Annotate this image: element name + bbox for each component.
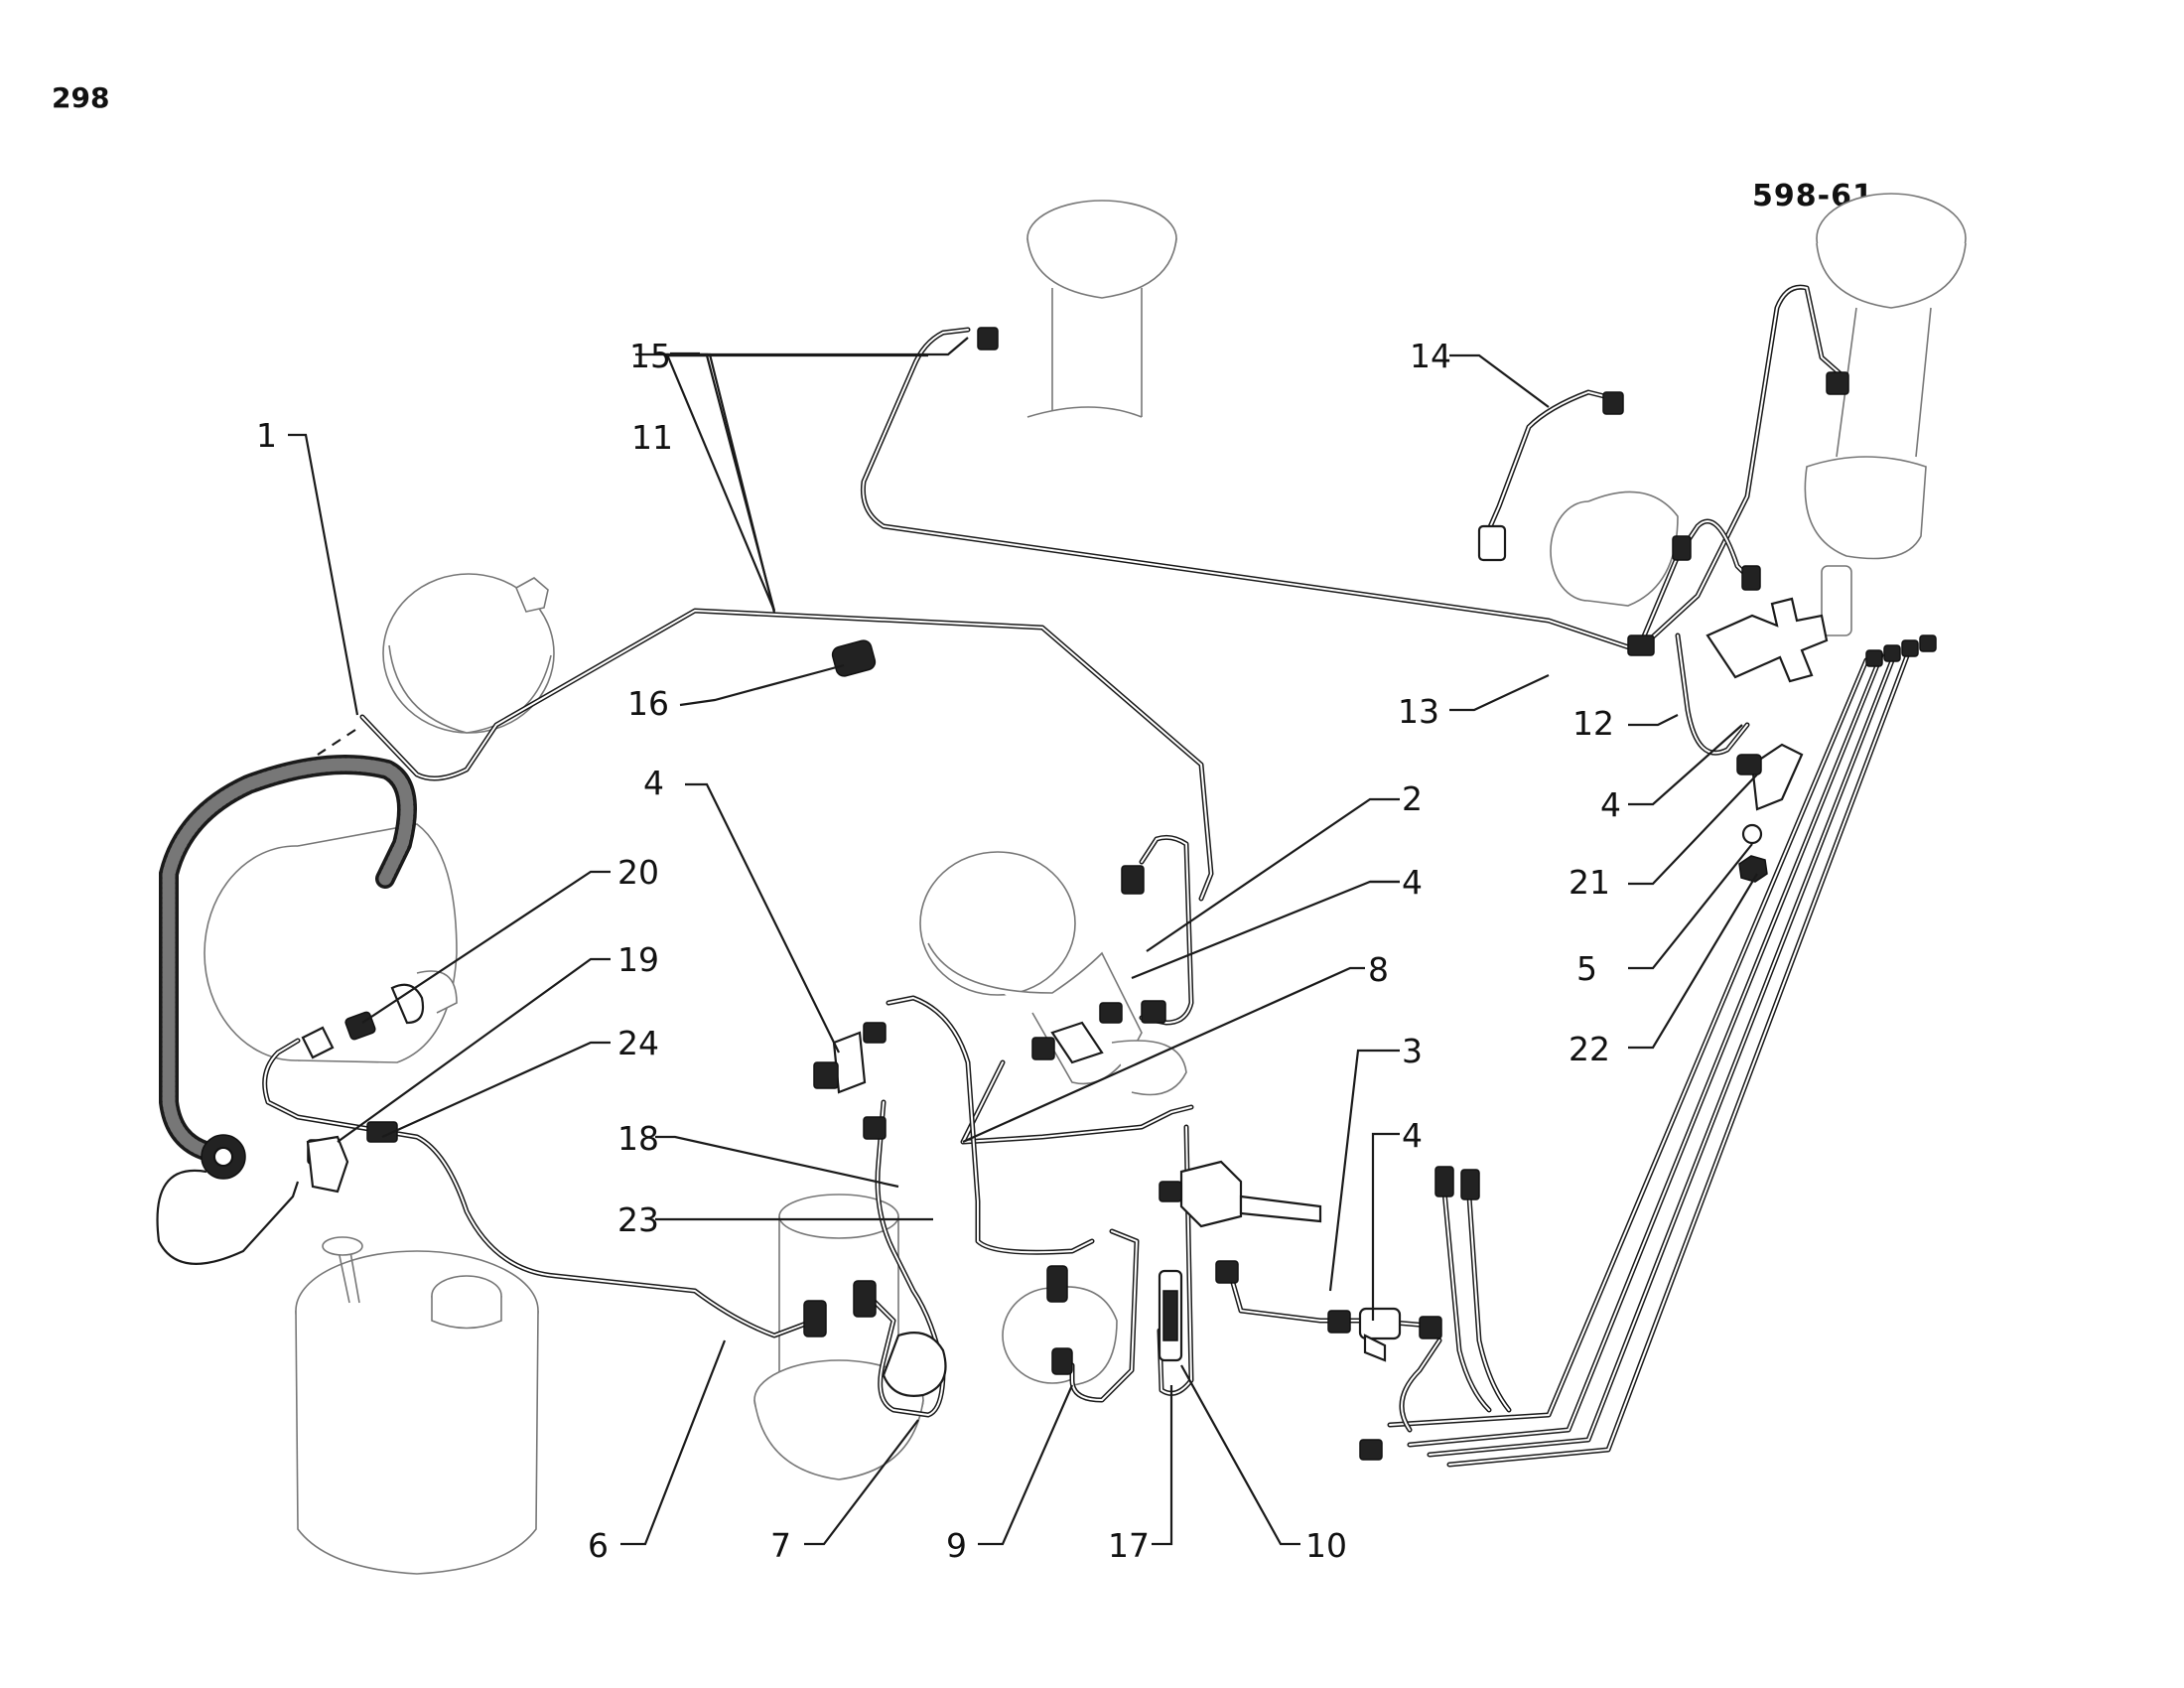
pipe-12 [1675,633,1750,756]
flexible-hose-1 [156,755,417,1265]
pipe-2 [1139,834,1194,1026]
pipe-13 [1635,518,1760,653]
front-left-suspension-sphere [382,573,555,734]
pipe-24 [262,1038,817,1338]
callout-14: 14 [1410,337,1451,375]
callout-20: 20 [617,853,659,892]
front-left-cylinder-ghost [204,823,458,1063]
fitting-9 [1046,1265,1073,1375]
fitting-2 [1121,865,1166,1024]
leader-lines [288,337,1758,1546]
rear-left-suspension-sphere [1026,200,1177,418]
callout-12: 12 [1572,704,1614,743]
fluid-reservoir-ghost [295,1236,539,1575]
rear-unions [1359,634,1937,1461]
callout-4-front-right: 4 [1402,863,1423,902]
callout-17: 17 [1108,1526,1150,1565]
connector-14 [1477,391,1624,562]
callout-23: 23 [617,1200,659,1239]
callout-24: 24 [617,1024,659,1062]
callout-2: 2 [1402,779,1423,818]
callout-22: 22 [1569,1030,1610,1068]
callout-6: 6 [588,1526,609,1565]
rear-right-suspension-sphere [1804,193,1967,636]
brake-unit-ghost [1002,1286,1118,1386]
callout-21: 21 [1569,863,1610,902]
callout-11: 11 [631,418,673,457]
callout-labels: 1 2 3 4 4 4 4 5 6 7 8 9 10 11 12 13 14 1… [256,337,1621,1565]
callout-16: 16 [627,684,669,723]
block-3 [1159,1160,1322,1284]
callout-18: 18 [617,1119,659,1158]
callout-5: 5 [1576,949,1597,988]
pipe-9 [1069,1228,1140,1403]
callout-4-rear-tee: 4 [1600,785,1621,824]
pipe-18 [886,995,1095,1255]
callout-1: 1 [256,416,277,455]
callout-13: 13 [1398,692,1439,731]
fitting-15 [977,327,1849,395]
callout-8: 8 [1368,950,1389,989]
callout-3: 3 [1402,1032,1423,1070]
callout-4-front-left: 4 [643,764,664,802]
clip-19-20 [301,983,425,1194]
union-6-7 [803,1280,947,1397]
pipe-14 [1486,389,1611,532]
tee-4-front-left [813,1022,887,1140]
bracket-4-rear [1327,1307,1442,1362]
valve-17 [1158,1269,1183,1362]
callout-4-rear-bracket: 4 [1402,1116,1423,1155]
pipe-bundle-rear [1387,642,1914,1468]
fitting-13 [1627,535,1761,656]
pipe-10 [1157,1124,1194,1396]
clip-21 [1736,743,1804,883]
callout-19: 19 [617,940,659,979]
page-number: 298 [52,81,110,114]
union-16 [831,639,877,677]
callout-9: 9 [946,1526,967,1565]
callout-10: 10 [1305,1526,1347,1565]
pipe-11 [359,608,1214,902]
callout-7: 7 [770,1526,791,1565]
callout-15: 15 [629,337,671,375]
pipe-15 [860,284,1849,653]
tee-junction-12 [1706,597,1829,683]
rear-left-cylinder-ghost [1550,491,1679,607]
tee-4-front-right [1031,1002,1123,1064]
